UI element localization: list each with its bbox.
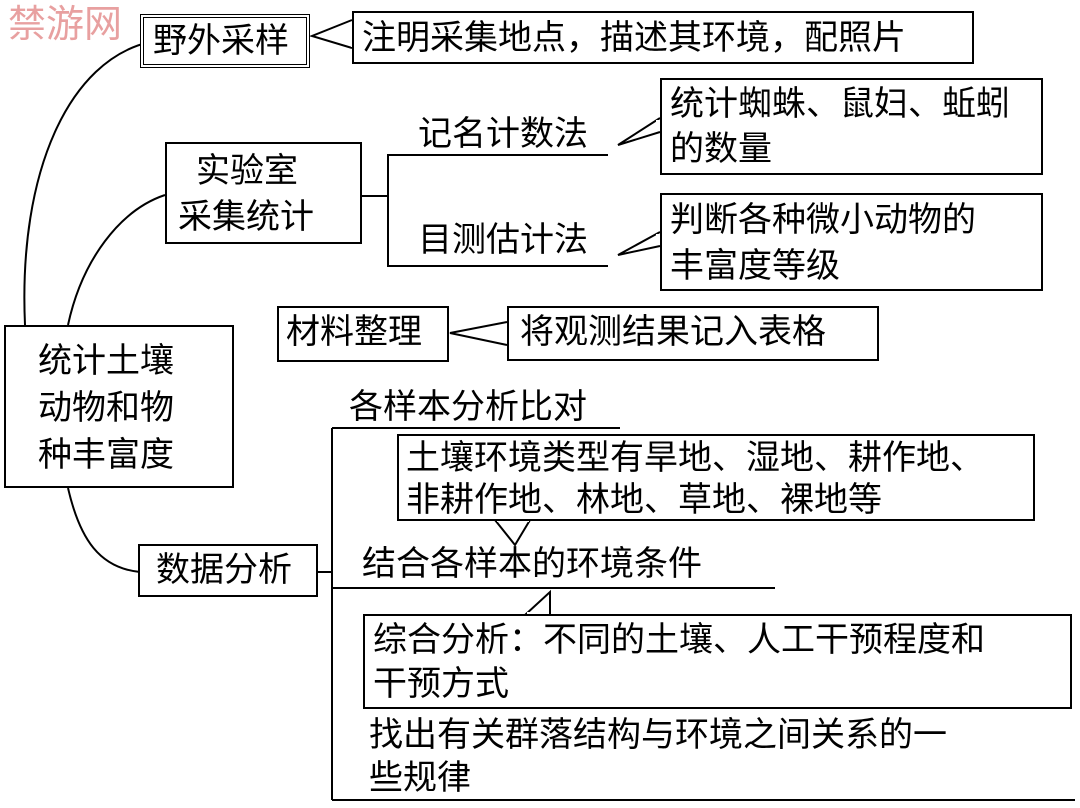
synthesis-line1: 综合分析：不同的土壤、人工干预程度和: [373, 620, 985, 660]
center-node-line2: 动物和物: [38, 388, 174, 428]
field-sampling-label: 野外采样: [153, 21, 289, 61]
field-sampling-note-box: [352, 11, 974, 64]
env-types-line1: 土壤环境类型有旱地、湿地、耕作地、: [406, 438, 984, 478]
center-node-line3: 种丰富度: [38, 435, 174, 475]
synthesis-box: [363, 614, 1072, 709]
conclusion-line2: 些规律: [369, 758, 471, 798]
center-node-box: [4, 325, 234, 488]
conclusion-line1: 找出有关群落结构与环境之间关系的一: [369, 715, 947, 755]
lab-box: [165, 142, 362, 244]
count-method-label: 记名计数法: [418, 114, 588, 154]
env-types-line2: 非耕作地、林地、草地、裸地等: [406, 480, 882, 520]
center-node-line1: 统计土壤: [38, 341, 174, 381]
field-sampling-note: 注明采集地点，描述其环境，配照片: [362, 18, 906, 58]
compare-label: 各样本分析比对: [349, 387, 587, 427]
organize-note-box: [507, 306, 879, 361]
organize-box: [277, 306, 449, 362]
estimate-note-line1: 判断各种微小动物的: [670, 200, 976, 240]
organize-note: 将观测结果记入表格: [520, 312, 826, 352]
lab-line1: 实验室: [196, 151, 298, 191]
count-note-line1: 统计蜘蛛、鼠妇、蚯蚓: [670, 84, 1010, 124]
estimate-note-line2: 丰富度等级: [670, 246, 840, 286]
field-sampling-box: [140, 14, 310, 68]
combine-label: 结合各样本的环境条件: [362, 544, 702, 584]
count-note-line2: 的数量: [670, 129, 772, 169]
synthesis-line2: 干预方式: [373, 664, 509, 704]
estimate-method-label: 目测估计法: [418, 220, 588, 260]
lab-line2: 采集统计: [178, 197, 314, 237]
env-types-box: [397, 434, 1035, 521]
data-analysis-box: [138, 544, 318, 597]
data-analysis-label: 数据分析: [156, 550, 292, 590]
estimate-note-box: [660, 193, 1043, 291]
count-note-box: [660, 78, 1043, 175]
organize-label: 材料整理: [286, 312, 422, 352]
watermark: 禁游网: [8, 2, 123, 46]
